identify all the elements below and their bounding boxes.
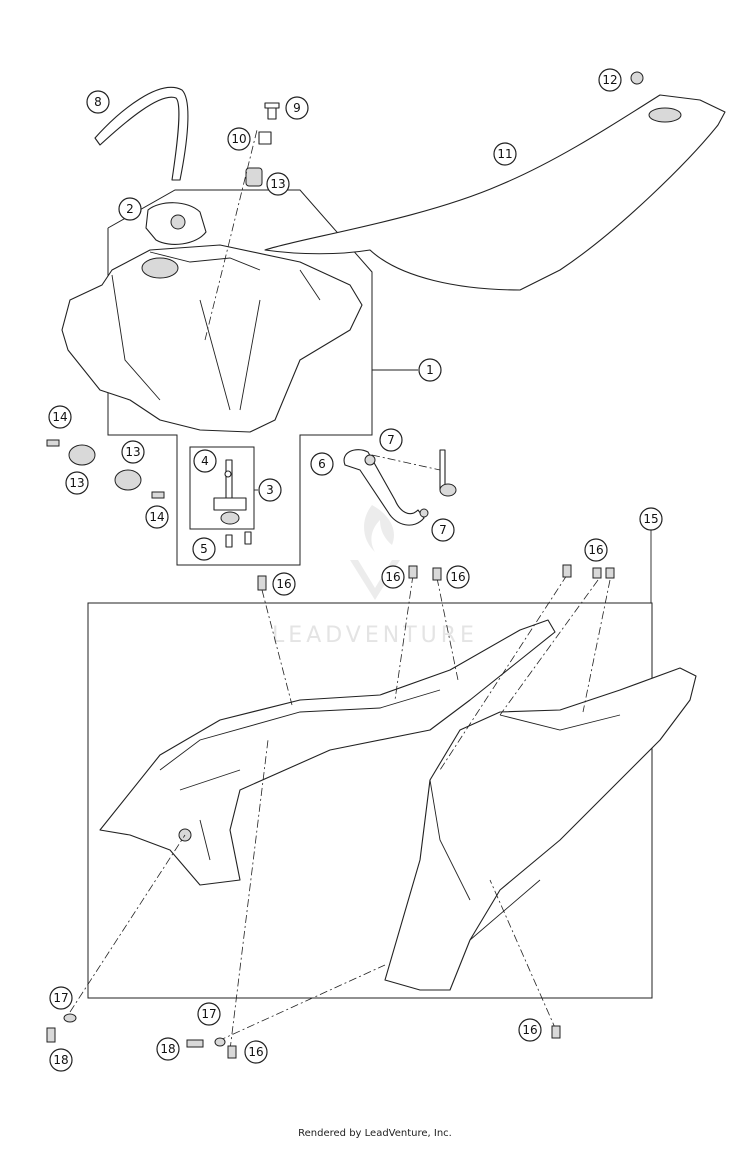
shroud-fasteners (46, 564, 615, 1059)
svg-text:17: 17 (53, 991, 68, 1005)
callout-18-bottom: 18 (156, 1037, 180, 1061)
svg-text:11: 11 (497, 147, 512, 161)
svg-text:16: 16 (588, 543, 603, 557)
tank-screw-right (151, 491, 165, 499)
svg-text:14: 14 (52, 410, 67, 424)
callout-7-upper: 7 (379, 428, 403, 452)
svg-text:7: 7 (387, 433, 395, 447)
callout-13-left: 13 (65, 471, 89, 495)
left-shroud-detail-lines (159, 689, 441, 861)
fuel-cap-knob (170, 214, 186, 230)
callout-1: 1 (418, 358, 442, 382)
callout-12: 12 (598, 68, 622, 92)
callout-14-left: 14 (48, 405, 72, 429)
callout-6: 6 (310, 452, 334, 476)
callout-17-left: 17 (49, 986, 73, 1010)
callout-17-bottom: 17 (197, 1002, 221, 1026)
fuel-tank (61, 244, 363, 433)
callout-4: 4 (193, 449, 217, 473)
fuel-tank-filler-neck (141, 257, 179, 279)
svg-text:6: 6 (318, 457, 326, 471)
callout-16-f: 16 (244, 1040, 268, 1064)
fuel-tank-group-outline (107, 189, 373, 566)
svg-text:1: 1 (426, 363, 434, 377)
svg-text:3: 3 (266, 483, 274, 497)
svg-text:18: 18 (53, 1053, 68, 1067)
callout-10: 10 (227, 127, 251, 151)
fuel-pump-assembly (213, 459, 252, 548)
callout-3: 3 (258, 478, 282, 502)
callout-13-upper: 13 (266, 172, 290, 196)
svg-text:13: 13 (125, 445, 140, 459)
callout-16-c: 16 (446, 565, 470, 589)
fuel-tap-connector (439, 449, 457, 497)
svg-text:9: 9 (293, 101, 301, 115)
callout-9: 9 (285, 96, 309, 120)
watermark-text: LEADVENTURE (272, 623, 478, 648)
svg-text:14: 14 (149, 510, 164, 524)
svg-text:12: 12 (602, 73, 617, 87)
callout-18-left: 18 (49, 1048, 73, 1072)
assembly-lines (69, 129, 611, 1051)
svg-text:13: 13 (270, 177, 285, 191)
breather-hose (94, 86, 189, 181)
tank-screw-left (46, 439, 60, 447)
right-shroud-detail-lines (429, 714, 621, 941)
svg-text:5: 5 (200, 542, 208, 556)
tank-mount-hardware (245, 102, 280, 187)
seat-screw (630, 71, 644, 85)
callout-7-lower: 7 (431, 518, 455, 542)
callout-13-right: 13 (121, 440, 145, 464)
svg-text:16: 16 (248, 1045, 263, 1059)
callout-leaders (254, 369, 652, 603)
svg-text:4: 4 (201, 454, 209, 468)
svg-text:16: 16 (385, 570, 400, 584)
svg-text:16: 16 (522, 1023, 537, 1037)
rubber-grommet-right (114, 469, 142, 491)
svg-text:16: 16 (276, 577, 291, 591)
callout-16-e: 16 (518, 1018, 542, 1042)
hose-clamp (364, 454, 376, 466)
callout-2: 2 (118, 197, 142, 221)
callout-14-right: 14 (145, 505, 169, 529)
left-fuel-tank-spoiler (99, 619, 556, 886)
fuel-pump-detail-box (189, 446, 255, 530)
svg-text:8: 8 (94, 95, 102, 109)
callout-16-d: 16 (584, 538, 608, 562)
rubber-grommet-left (68, 444, 96, 466)
callout-11: 11 (493, 142, 517, 166)
svg-text:10: 10 (231, 132, 246, 146)
svg-text:7: 7 (439, 523, 447, 537)
callout-5: 5 (192, 537, 216, 561)
hose-clamp-lower (419, 508, 429, 518)
shroud-kit-frame (87, 602, 653, 999)
right-fuel-tank-spoiler (384, 667, 697, 991)
fuel-tank-detail-lines (111, 251, 321, 411)
svg-text:17: 17 (201, 1007, 216, 1021)
svg-text:15: 15 (643, 512, 658, 526)
svg-text:18: 18 (160, 1042, 175, 1056)
callout-8: 8 (86, 90, 110, 114)
svg-text:2: 2 (126, 202, 134, 216)
svg-text:13: 13 (69, 476, 84, 490)
footer-credit: Rendered by LeadVenture, Inc. (298, 1128, 452, 1139)
callout-16-a: 16 (272, 572, 296, 596)
seat-bolt-recess (648, 107, 682, 123)
fuel-hose (343, 449, 425, 526)
callout-15: 15 (639, 507, 663, 531)
seat (264, 94, 726, 291)
callout-16-b: 16 (381, 565, 405, 589)
svg-text:16: 16 (450, 570, 465, 584)
